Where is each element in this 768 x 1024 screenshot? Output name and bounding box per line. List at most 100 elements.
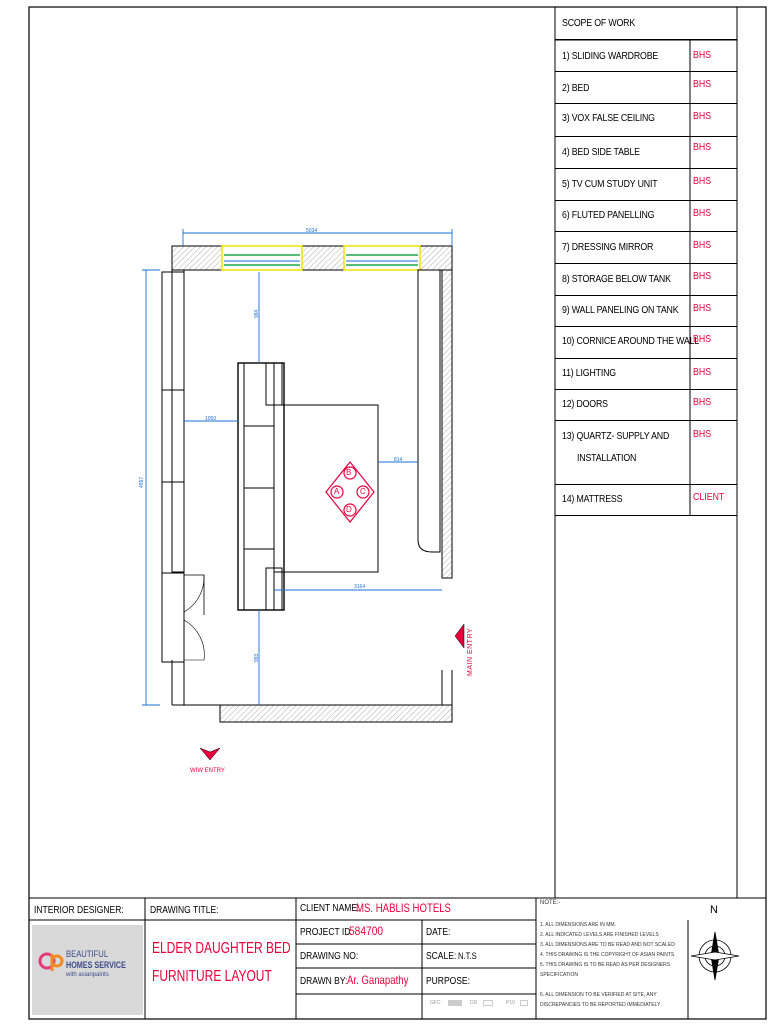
scope-item-by: BHS <box>693 79 712 90</box>
date-label: DATE: <box>426 927 451 938</box>
scope-item-by: BHS <box>693 176 712 187</box>
scope-item-by: CLIENT <box>693 492 725 503</box>
scope-row: 14) MATTRESS CLIENT <box>555 485 737 516</box>
scope-item-label: 6) FLUTED PANELLING <box>562 210 655 221</box>
scope-row: 1) SLIDING WARDROBE BHS <box>555 40 737 72</box>
sliding-wardrobe <box>161 271 185 663</box>
wall-bottom <box>219 704 453 723</box>
drawn-by-label: DRAWN BY: <box>300 976 348 987</box>
scope-item-label: 2) BED <box>562 83 590 94</box>
scope-item-label: 1) SLIDING WARDROBE <box>562 51 659 62</box>
main-entry-arrow <box>454 623 465 649</box>
dim-side: 1050 <box>205 416 217 422</box>
scope-item-by: BHS <box>693 429 712 440</box>
note-line: 5. THIS DRAWING IS TO BE READ AS PER DES… <box>540 962 671 968</box>
wall-left <box>171 269 185 573</box>
scope-item-by: BHS <box>693 334 712 345</box>
scope-row: 13) QUARTZ- SUPPLY AND INSTALLATION BHS <box>555 421 737 485</box>
client-label: CLIENT NAME: <box>300 903 360 914</box>
logo-mark <box>38 949 64 973</box>
drawing-title-1: ELDER DAUGHTER BED <box>152 940 291 957</box>
drawing-title-2: FURNITURE LAYOUT <box>152 968 272 985</box>
scope-header-row: SCOPE OF WORK <box>555 7 737 40</box>
logo-line2: HOMES SERVICE <box>66 960 126 970</box>
elevation-markers <box>325 461 375 523</box>
purpose-option: P10 <box>506 1000 515 1006</box>
scope-row: 8) STORAGE BELOW TANK BHS <box>555 264 737 296</box>
drawing-no-label: DRAWING NO: <box>300 951 359 962</box>
scope-item-label: 12) DOORS <box>562 399 608 410</box>
scope-item-label: 14) MATTRESS <box>562 494 623 505</box>
dim-upper: 984 <box>254 309 260 318</box>
headboard <box>237 362 285 611</box>
marker-c: C <box>360 487 366 496</box>
wall-top-left <box>171 245 223 271</box>
dim-bottom: 3164 <box>354 584 366 590</box>
bed <box>273 404 379 573</box>
scope-item-by: BHS <box>693 240 712 251</box>
client-value: MS. HABLIS HOTELS <box>356 901 451 915</box>
purpose-option: GFC <box>430 1000 441 1006</box>
scope-item-by: BHS <box>693 397 712 408</box>
scope-row: 11) LIGHTING BHS <box>555 359 737 390</box>
scope-item-by: BHS <box>693 111 712 122</box>
scale-value: N.T.S <box>458 951 477 961</box>
scope-row: 9) WALL PANELING ON TANK BHS <box>555 296 737 327</box>
marker-a: A <box>334 487 340 496</box>
scope-item-label: 11) LIGHTING <box>562 368 616 379</box>
scope-item-label: 7) DRESSING MIRROR <box>562 242 654 253</box>
scope-item-label: 8) STORAGE BELOW TANK <box>562 274 671 285</box>
scope-row: 10) CORNICE AROUND THE WALL BHS <box>555 327 737 359</box>
wall-top-right <box>419 245 453 271</box>
note-line: 4. THIS DRAWING IS THE COPYRIGHT OF ASIA… <box>540 952 675 958</box>
dim-lower: 993 <box>254 653 260 662</box>
scope-row: 7) DRESSING MIRROR BHS <box>555 232 737 264</box>
scope-item-label: 10) CORNICE AROUND THE WALL <box>562 336 700 347</box>
note-line: 3. ALL DIMENSIONS ARE TO BE READ AND NOT… <box>540 942 675 948</box>
drawn-by-value: Ar. Ganapathy <box>347 973 409 987</box>
scope-item-label-2: INSTALLATION <box>577 453 637 464</box>
note-line: SPECIFICATION <box>540 972 578 978</box>
designer-label: INTERIOR DESIGNER: <box>34 905 124 916</box>
window-right <box>343 245 421 271</box>
project-value: 584700 <box>349 924 384 938</box>
scope-row: 12) DOORS BHS <box>555 390 737 421</box>
scope-item-by: BHS <box>693 142 712 153</box>
note-line: 1. ALL DIMENSIONS ARE IN MM. <box>540 922 616 928</box>
scope-item-label: 13) QUARTZ- SUPPLY AND <box>562 431 670 442</box>
purpose-checkbox <box>448 1000 462 1006</box>
logo-line1: BEAUTIFUL <box>66 949 109 959</box>
note-label: NOTE:- <box>540 900 561 906</box>
scope-row: 2) BED BHS <box>555 72 737 104</box>
scope-row: 5) TV CUM STUDY UNIT BHS <box>555 169 737 201</box>
logo: BEAUTIFUL HOMES SERVICE with asianpaints <box>32 925 143 1015</box>
sheet-border <box>28 6 767 1020</box>
scope-item-by: BHS <box>693 367 712 378</box>
scope-row: 4) BED SIDE TABLE BHS <box>555 137 737 169</box>
wall-right <box>441 269 453 579</box>
scope-item-by: BHS <box>693 271 712 282</box>
scope-item-label: 5) TV CUM STUDY UNIT <box>562 179 658 190</box>
purpose-options: GFC DD P10 <box>430 1000 530 1012</box>
scope-item-by: BHS <box>693 303 712 314</box>
dim-left: 4997 <box>139 476 145 488</box>
note-line: 6. ALL DIMENSION TO BE VERIFIED AT SITE,… <box>540 992 657 998</box>
scope-item-by: BHS <box>693 50 712 61</box>
project-label: PROJECT ID: <box>300 927 353 938</box>
wall-top-mid <box>301 245 345 271</box>
scale-label: SCALE: <box>426 951 457 962</box>
note-line: DISCREPANCIES TO BE REPORTED IMMEDIATELY <box>540 1002 661 1008</box>
purpose-checkbox <box>520 1000 528 1006</box>
north-label: N <box>710 904 718 916</box>
logo-line3: with asianpaints <box>66 972 109 978</box>
scope-item-label: 9) WALL PANELING ON TANK <box>562 305 679 316</box>
scope-item-label: 4) BED SIDE TABLE <box>562 147 640 158</box>
purpose-option: DD <box>470 1000 478 1006</box>
marker-d: D <box>346 505 352 514</box>
purpose-label: PURPOSE: <box>426 976 470 987</box>
door-swing <box>183 574 205 661</box>
wiw-entry-label: WIW ENTRY <box>190 768 225 774</box>
purpose-checkbox <box>483 1000 493 1006</box>
